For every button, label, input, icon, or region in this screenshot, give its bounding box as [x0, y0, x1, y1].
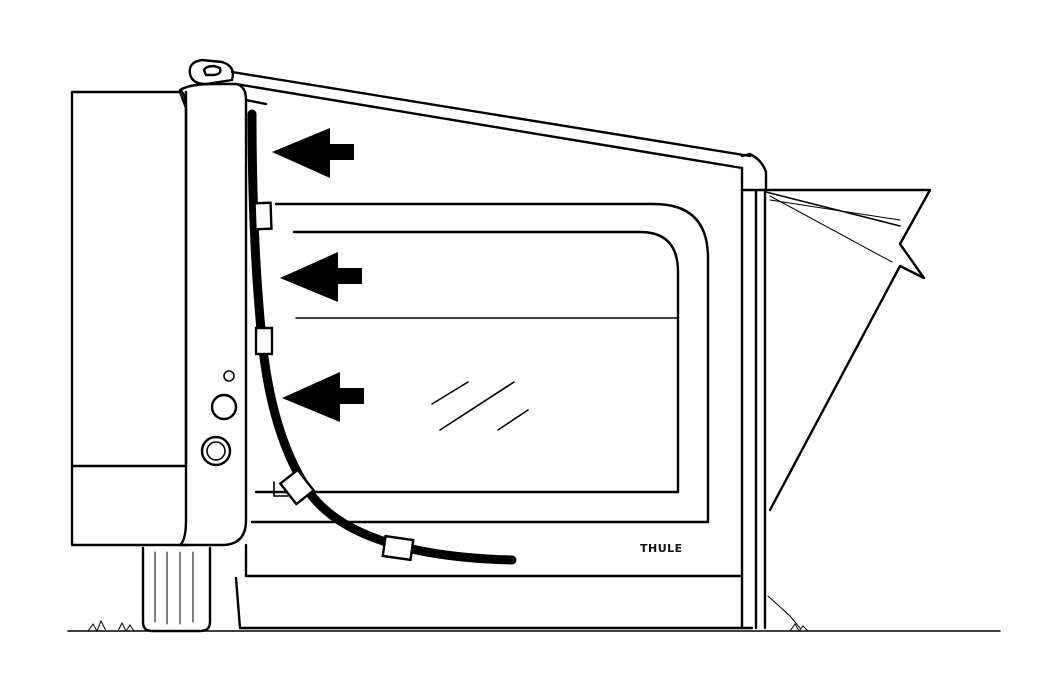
side-wing [764, 188, 932, 629]
arrow-left-icon [272, 128, 354, 178]
strap-clip [253, 201, 273, 231]
strap-clip [254, 326, 274, 356]
awning-roller [188, 58, 768, 192]
arrow-left-icon [280, 252, 362, 302]
strap-clip [381, 534, 415, 562]
strap-clips [253, 201, 415, 562]
direction-arrows [272, 128, 364, 422]
strap-clip [278, 468, 316, 506]
arrow-left-icon [282, 372, 364, 422]
vehicle-rear [70, 82, 248, 633]
tent-body [234, 98, 767, 630]
brand-label: THULE [640, 542, 683, 555]
ground [67, 619, 1001, 633]
